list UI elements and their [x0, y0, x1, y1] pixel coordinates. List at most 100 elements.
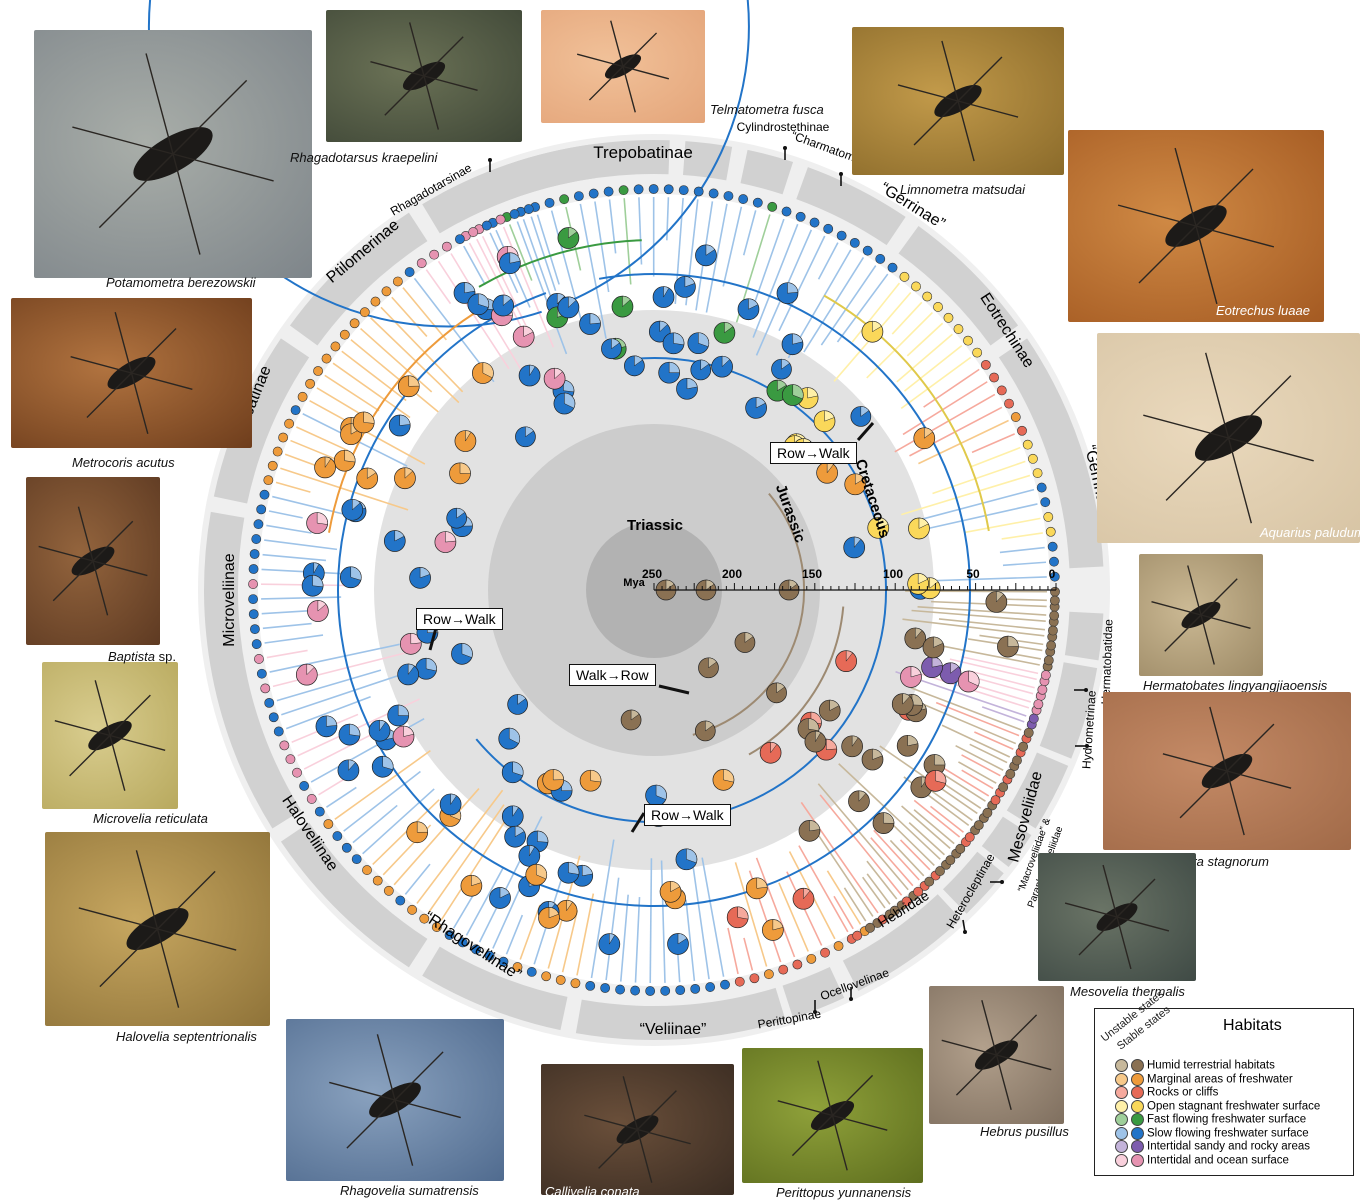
legend-item: Marginal areas of freshwater	[1115, 1073, 1293, 1086]
tip-state	[1041, 670, 1050, 679]
tip-state	[944, 313, 953, 322]
tip-state	[604, 187, 613, 196]
tip-state	[1038, 685, 1047, 694]
tip-state	[384, 886, 393, 895]
tip-state	[274, 727, 283, 736]
tip-state	[574, 192, 583, 201]
ancestral-pie	[746, 878, 767, 899]
tip-state	[837, 231, 846, 240]
species-caption: Limnometra matsudai	[900, 182, 1025, 197]
tip-state	[1044, 512, 1053, 521]
ancestral-pie	[659, 362, 680, 383]
species-photo	[852, 27, 1064, 175]
tip-state	[779, 965, 788, 974]
tip-state	[280, 741, 289, 750]
tip-state	[768, 202, 777, 211]
species-photo	[541, 1064, 734, 1195]
species-photo	[1068, 130, 1324, 322]
tip-state	[1004, 399, 1013, 408]
tip-state	[482, 221, 491, 230]
tip-state	[340, 330, 349, 339]
tip-state	[634, 185, 643, 194]
species-caption: Rhagovelia sumatrensis	[340, 1183, 479, 1198]
habitat-legend: Unstable states Stable states Habitats H…	[1094, 1008, 1354, 1176]
ancestral-pie	[490, 887, 511, 908]
ancestral-pie	[519, 845, 540, 866]
tip-state	[1033, 468, 1042, 477]
tip-state	[724, 191, 733, 200]
ancestral-pie	[735, 633, 755, 653]
ancestral-pie	[940, 663, 961, 684]
insect-silhouette	[541, 1064, 734, 1195]
unstable-swatch	[1115, 1127, 1128, 1140]
tip-state	[963, 336, 972, 345]
ancestral-pie	[727, 907, 748, 928]
tip-state	[810, 218, 819, 227]
tip-state	[1041, 498, 1050, 507]
tip-state	[524, 204, 533, 213]
unstable-swatch	[1115, 1073, 1128, 1086]
tip-state	[305, 379, 314, 388]
tip-state	[307, 794, 316, 803]
insect-silhouette	[1103, 692, 1351, 850]
species-caption: Microvelia reticulata	[93, 811, 208, 826]
ancestral-pie	[554, 393, 575, 414]
tip-state	[991, 796, 1000, 805]
ancestral-pie	[307, 601, 328, 622]
ancestral-pie	[646, 785, 667, 806]
insect-silhouette	[541, 10, 705, 123]
insect-silhouette	[45, 832, 270, 1026]
ancestral-pie	[339, 724, 360, 745]
ancestral-pie	[384, 531, 405, 552]
tip-state	[709, 189, 718, 198]
clade-pointer-head	[963, 930, 967, 934]
ancestral-pie	[472, 363, 493, 384]
species-photo	[326, 10, 522, 142]
tip-state	[946, 856, 955, 865]
tip-state	[1029, 714, 1038, 723]
ancestral-pie	[505, 826, 526, 847]
species-caption: Metrocoris acutus	[72, 455, 175, 470]
species-photo	[42, 662, 178, 809]
clade-pointer-head	[1000, 880, 1004, 884]
ancestral-pie	[342, 499, 363, 520]
legend-label: Rocks or cliffs	[1147, 1087, 1218, 1099]
insect-silhouette	[1097, 333, 1360, 543]
unstable-swatch	[1115, 1154, 1128, 1167]
ancestral-pie	[842, 736, 863, 757]
ancestral-pie	[997, 636, 1018, 657]
tip-state	[796, 212, 805, 221]
species-caption: Mesovelia thermalis	[1070, 984, 1185, 999]
tip-state	[268, 461, 277, 470]
insect-silhouette	[1068, 130, 1324, 322]
species-photo	[45, 832, 270, 1026]
tip-state	[865, 923, 874, 932]
ancestral-pie	[580, 770, 601, 791]
stable-swatch	[1131, 1127, 1144, 1140]
tip-state	[249, 610, 258, 619]
legend-label: Marginal areas of freshwater	[1147, 1073, 1293, 1085]
tip-state	[371, 297, 380, 306]
legend-label: Fast flowing freshwater surface	[1147, 1114, 1306, 1126]
ancestral-pie	[772, 359, 792, 379]
tip-state	[983, 808, 992, 817]
tip-state	[545, 198, 554, 207]
tip-state	[1028, 454, 1037, 463]
clade-label: “Veliinae”	[640, 1021, 707, 1038]
tip-state	[981, 360, 990, 369]
tip-state	[285, 419, 294, 428]
species-caption: Eotrechus luaae	[1216, 303, 1310, 318]
tip-state	[405, 267, 414, 276]
tip-state	[954, 324, 963, 333]
species-photo	[1038, 853, 1196, 981]
ancestral-pie	[676, 849, 697, 870]
ancestral-pie	[543, 769, 564, 790]
tip-state	[254, 654, 263, 663]
ancestral-pie	[844, 537, 865, 558]
insect-silhouette	[286, 1019, 504, 1181]
axis-tick-label: 100	[883, 567, 903, 581]
ancestral-pie	[410, 567, 431, 588]
tip-state	[527, 967, 536, 976]
tip-state	[279, 433, 288, 442]
clade-pointer-head	[1084, 688, 1088, 692]
